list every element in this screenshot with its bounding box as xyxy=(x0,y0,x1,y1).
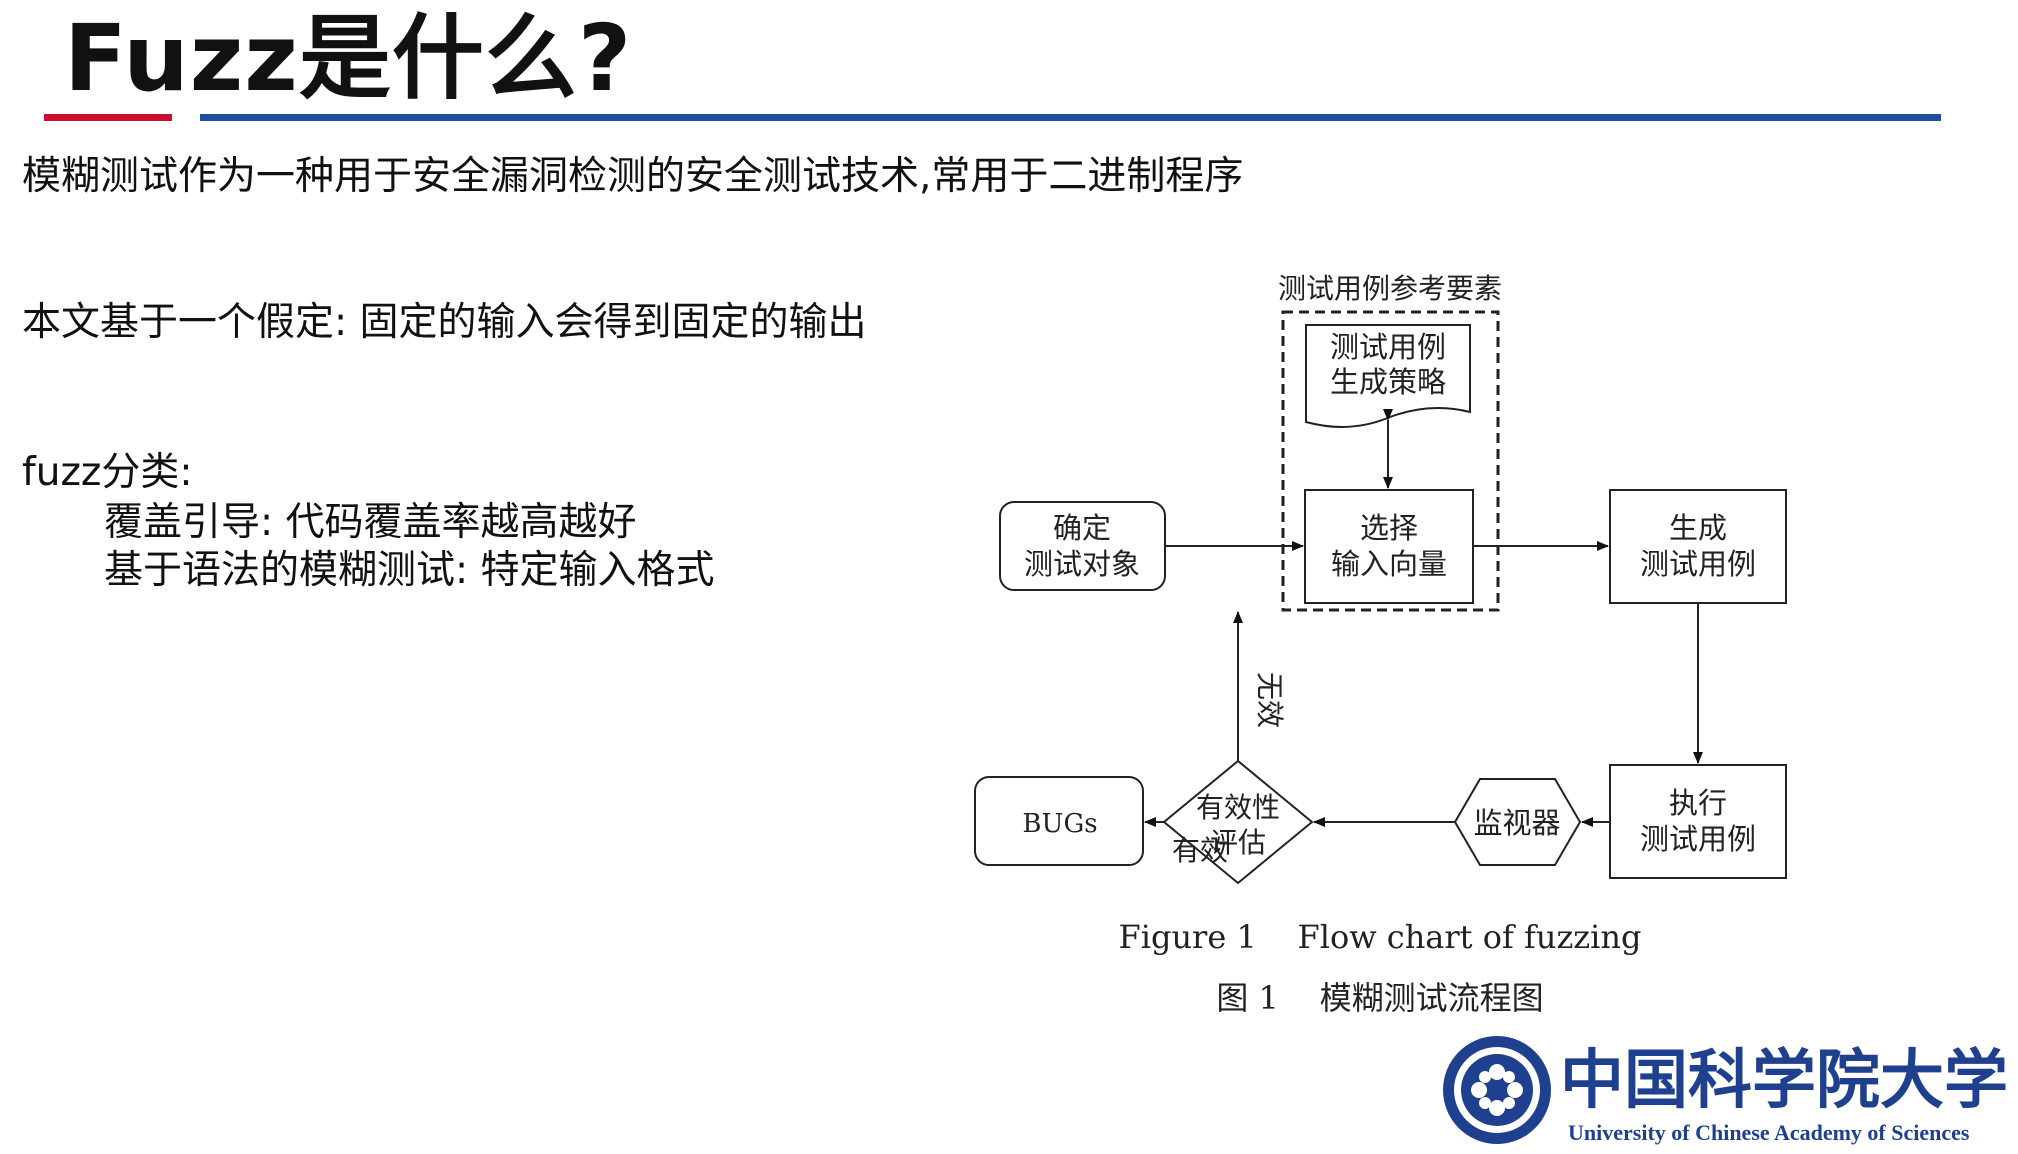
title-rule-red xyxy=(44,114,172,121)
execute-line-2: 测试用例 xyxy=(1640,822,1756,856)
logo-name-en: University of Chinese Academy of Science… xyxy=(1568,1120,1970,1145)
monitor-label: 监视器 xyxy=(1473,806,1560,840)
execute-line-1: 执行 xyxy=(1669,786,1727,820)
fuzzing-flow-chart: 测试用例参考要素 测试用例 生成策略 确定 测试对象 选择 输入向量 生成 测试… xyxy=(960,262,1800,1042)
page-title: Fuzz是什么? xyxy=(64,5,633,112)
assumption-line: 本文基于一个假定: 固定的输入会得到固定的输出 xyxy=(22,300,867,345)
figure-caption-cn: 图 1 模糊测试流程图 xyxy=(1216,979,1543,1017)
category-coverage-item: 覆盖引导: 代码覆盖率越高越好 xyxy=(104,500,637,545)
logo-name-cn: 中国科学院大学 xyxy=(1560,1043,2008,1118)
generate-line-2: 测试用例 xyxy=(1640,547,1756,581)
strategy-line-2: 生成策略 xyxy=(1330,365,1446,399)
ucas-seal-icon xyxy=(1443,1036,1551,1144)
invalid-label: 无效 xyxy=(1253,672,1286,728)
generate-line-1: 生成 xyxy=(1669,511,1727,545)
select-line-2: 输入向量 xyxy=(1331,547,1447,581)
bugs-label: BUGs xyxy=(1022,809,1097,839)
ucas-logo: 中国科学院大学 University of Chinese Academy of… xyxy=(1440,1030,2014,1150)
strategy-line-1: 测试用例 xyxy=(1330,330,1446,364)
bugs-box xyxy=(974,776,1144,866)
select-line-1: 选择 xyxy=(1360,511,1418,545)
reference-elements-label: 测试用例参考要素 xyxy=(1278,272,1502,305)
valid-label: 有效 xyxy=(1172,834,1228,867)
target-line-2: 测试对象 xyxy=(1024,547,1140,581)
evaluate-diamond xyxy=(1162,759,1314,885)
title-rule-blue xyxy=(200,114,1941,121)
evaluate-line-1: 有效性 xyxy=(1196,791,1280,824)
target-line-1: 确定 xyxy=(1053,511,1111,545)
category-grammar-item: 基于语法的模糊测试: 特定输入格式 xyxy=(104,548,715,593)
evaluate-line-2: 评估 xyxy=(1210,826,1266,859)
intro-line: 模糊测试作为一种用于安全漏洞检测的安全测试技术,常用于二进制程序 xyxy=(22,154,1244,199)
figure-caption-en: Figure 1 Flow chart of fuzzing xyxy=(1119,918,1642,956)
category-heading: fuzz分类: xyxy=(22,450,193,495)
monitor-hexagon xyxy=(1453,778,1582,866)
